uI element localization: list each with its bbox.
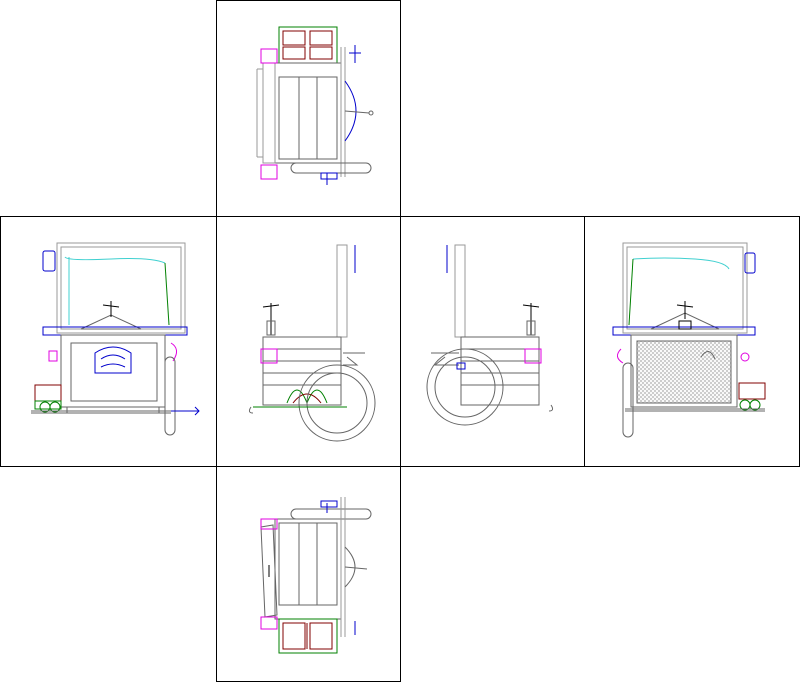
front-crate [34, 384, 62, 402]
top-wheel [290, 162, 372, 174]
back-canopy-frame [622, 242, 748, 334]
right-view-panel [400, 216, 585, 467]
back-mesh-panel [636, 340, 732, 404]
top-handle [260, 164, 278, 180]
top-tray-cell [282, 30, 306, 46]
top-body [274, 62, 342, 164]
front-body [60, 334, 166, 408]
top-side-rail [262, 62, 276, 164]
front-roof-beam [42, 326, 188, 336]
front-canopy-cloth [64, 256, 166, 264]
back-pole [622, 362, 634, 438]
front-ornament [94, 346, 132, 374]
back-crate [738, 382, 766, 400]
left-view-drawing [248, 244, 376, 442]
back-lantern [744, 252, 756, 274]
back-view-panel [584, 216, 800, 467]
top-tray-cell [309, 30, 333, 46]
back-body [630, 334, 738, 408]
top-tray-cell [309, 46, 333, 60]
right-wheel [426, 348, 504, 426]
bottom-wheel [290, 508, 372, 520]
bottom-tray-outer [278, 618, 338, 654]
front-view-drawing [31, 242, 200, 436]
top-handle [260, 48, 278, 64]
bottom-flap [260, 524, 278, 618]
left-body [262, 336, 342, 406]
bottom-view-drawing [260, 497, 372, 654]
top-tray-cell [282, 46, 306, 60]
front-canopy-frame [56, 242, 186, 334]
front-view-panel [0, 216, 217, 467]
bottom-view-panel [216, 466, 401, 682]
left-view-panel [216, 216, 401, 467]
right-view-drawing [426, 244, 554, 426]
top-canopy-arc [344, 80, 357, 142]
back-view-drawing [612, 242, 766, 438]
right-body [460, 336, 540, 406]
left-wheel [298, 364, 376, 442]
bottom-body [274, 518, 342, 620]
right-canopy-pole [454, 244, 466, 338]
back-roof-beam [612, 326, 756, 336]
top-body-inner [278, 76, 338, 160]
top-view-panel [216, 0, 401, 217]
front-roof [80, 314, 142, 330]
front-lantern [42, 250, 56, 272]
top-view-drawing [256, 26, 374, 185]
front-pole [164, 356, 176, 436]
left-canopy-pole [336, 244, 348, 338]
